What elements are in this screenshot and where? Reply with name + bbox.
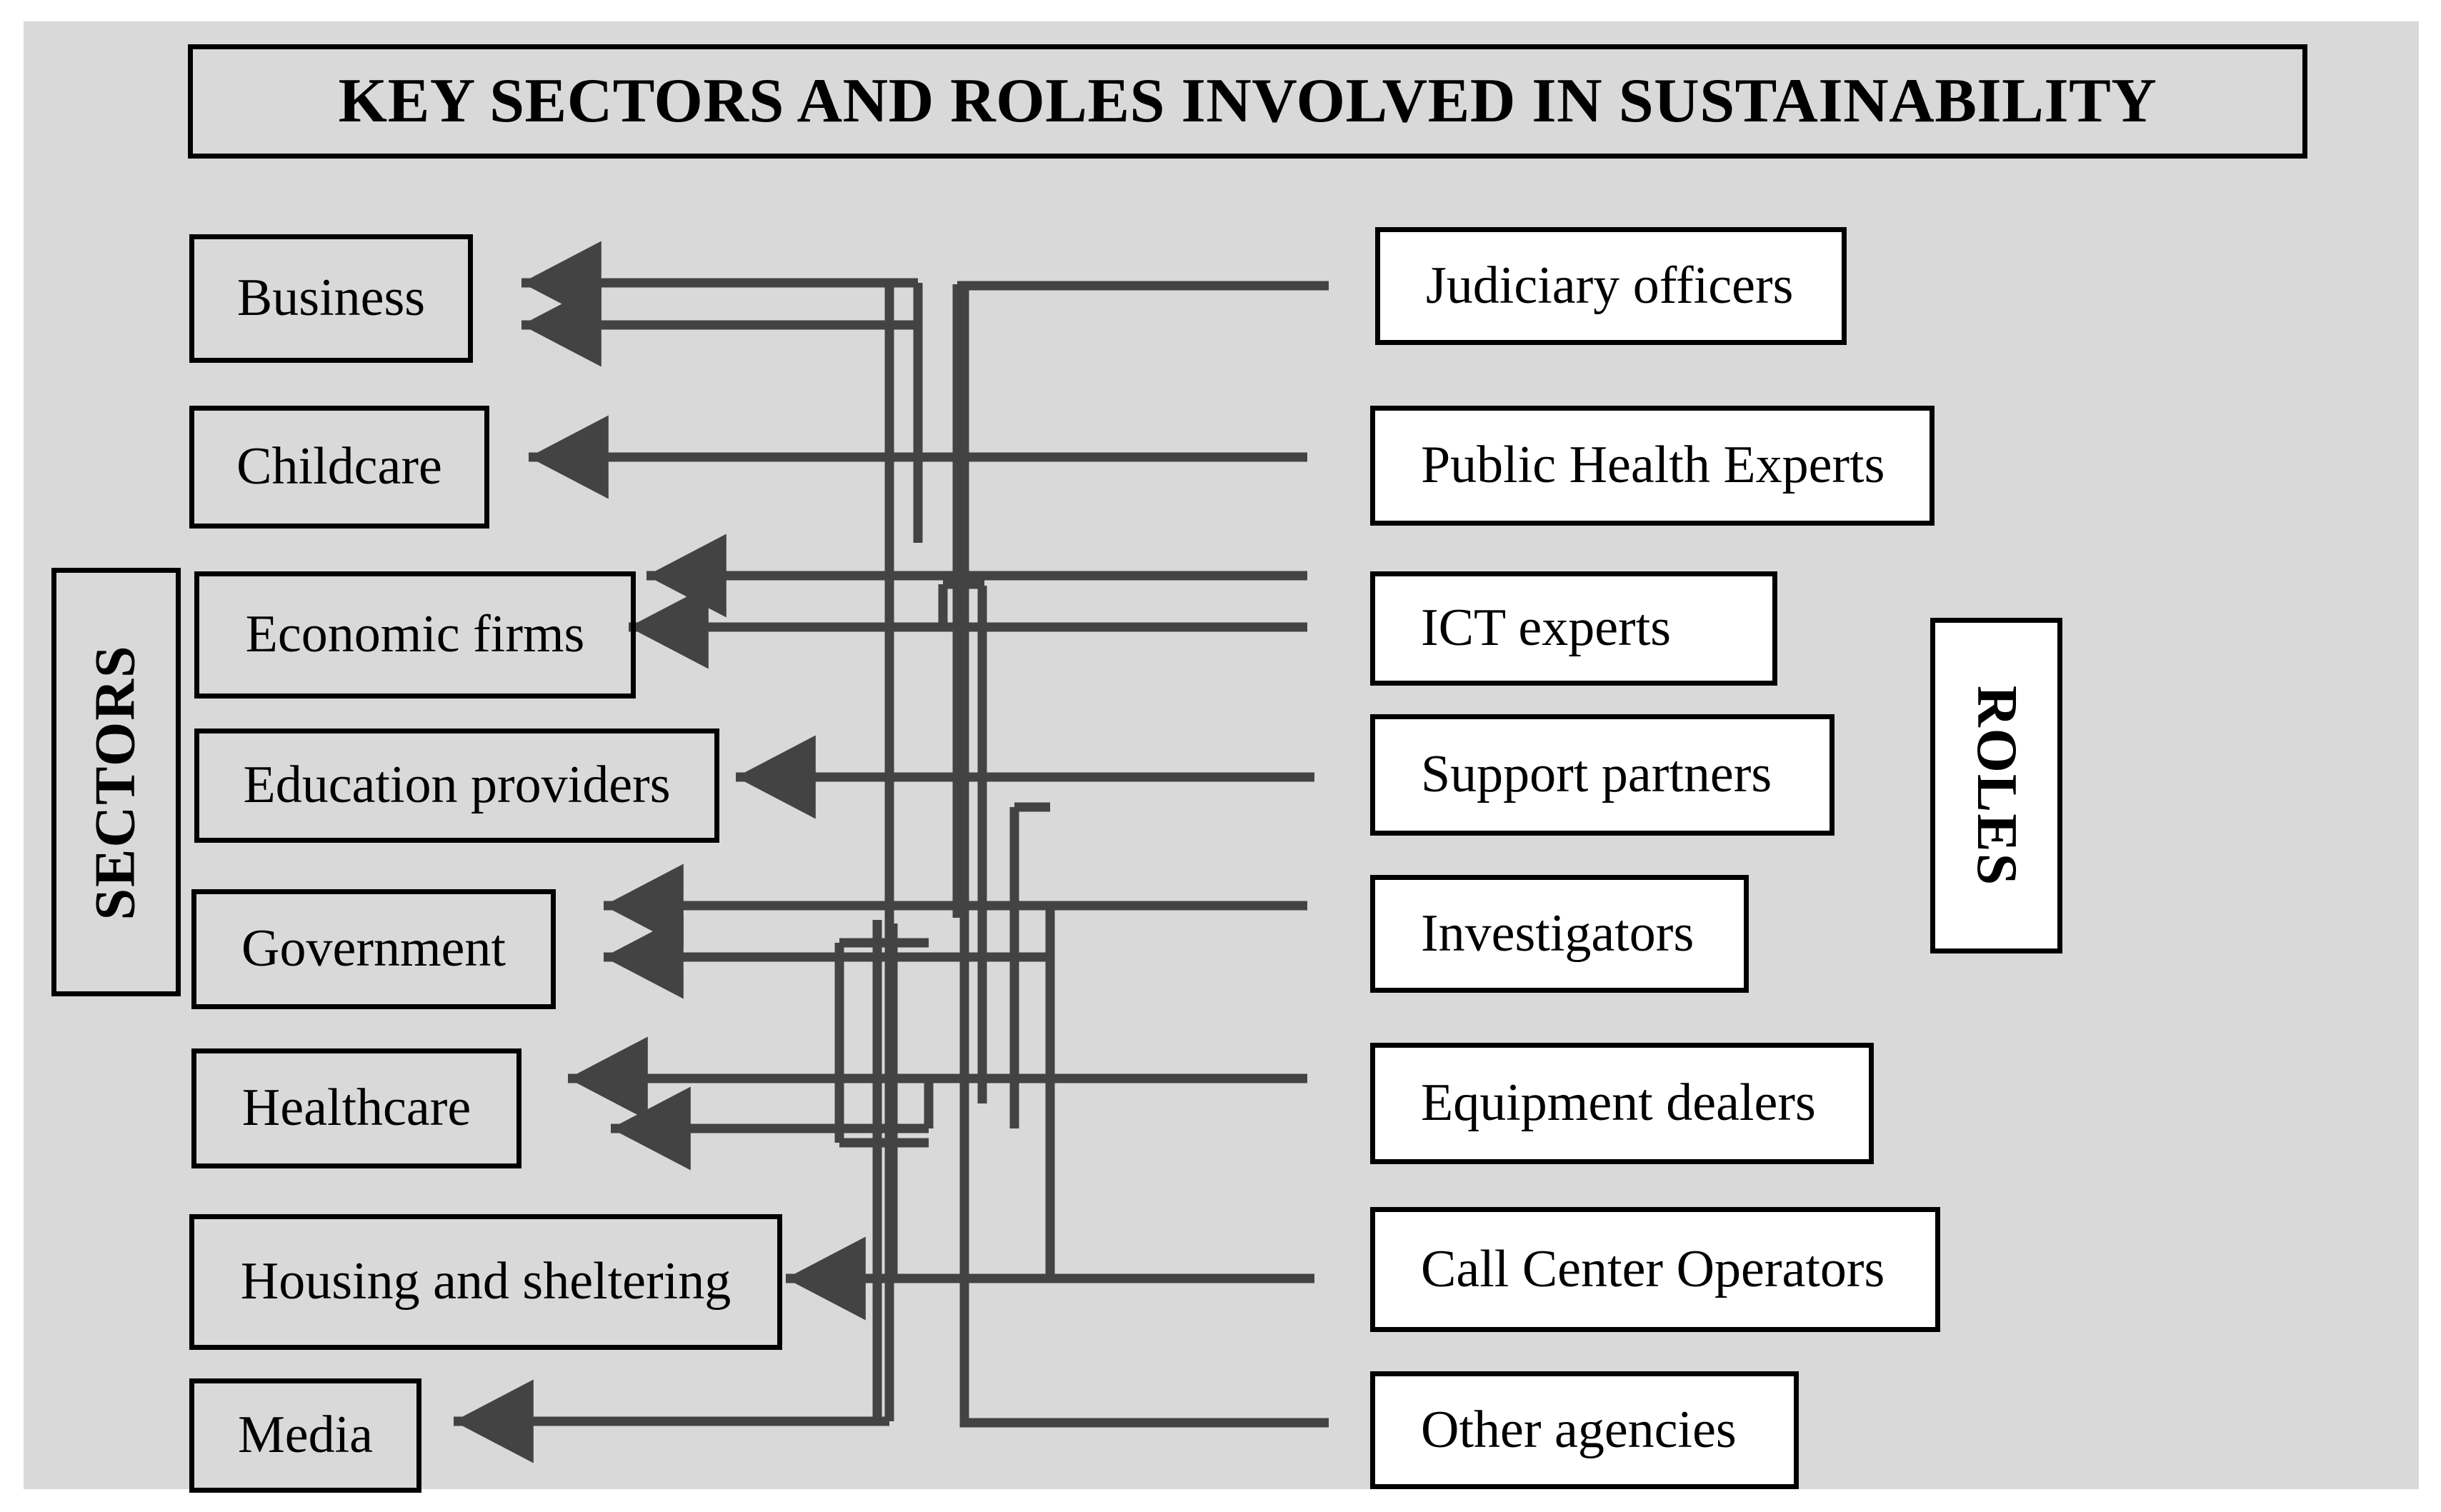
sector-label: Media xyxy=(237,1406,374,1465)
role-label: Judiciary officers xyxy=(1426,256,1794,315)
role-box-equipment-dealers[interactable]: Equipment dealers xyxy=(1370,1043,1874,1164)
sector-box-childcare[interactable]: Childcare xyxy=(189,406,489,529)
sector-label: Childcare xyxy=(236,437,442,496)
sector-box-housing-and-sheltering[interactable]: Housing and sheltering xyxy=(189,1214,782,1350)
sector-box-economic-firms[interactable]: Economic firms xyxy=(194,571,636,699)
role-box-investigators[interactable]: Investigators xyxy=(1370,875,1749,993)
sector-label: Healthcare xyxy=(241,1078,471,1138)
sector-box-education-providers[interactable]: Education providers xyxy=(194,729,719,843)
role-box-call-center-operators[interactable]: Call Center Operators xyxy=(1370,1207,1940,1332)
role-label: Other agencies xyxy=(1421,1400,1737,1459)
sector-box-healthcare[interactable]: Healthcare xyxy=(191,1048,521,1168)
sector-box-business[interactable]: Business xyxy=(189,234,473,363)
sector-label: Government xyxy=(241,919,506,978)
sector-label: Housing and sheltering xyxy=(240,1252,732,1311)
sectors-group-label: SECTORS xyxy=(51,568,181,996)
role-box-judiciary-officers[interactable]: Judiciary officers xyxy=(1375,227,1847,345)
sector-box-government[interactable]: Government xyxy=(191,889,556,1009)
role-box-ict-experts[interactable]: ICT experts xyxy=(1370,571,1777,686)
role-label: Public Health Experts xyxy=(1421,436,1885,495)
role-label: Investigators xyxy=(1421,903,1694,963)
role-box-other-agencies[interactable]: Other agencies xyxy=(1370,1371,1799,1489)
roles-group-label: ROLES xyxy=(1930,618,2062,953)
sector-box-media[interactable]: Media xyxy=(189,1378,421,1493)
sector-label: Business xyxy=(236,269,426,328)
sector-label: Education providers xyxy=(243,756,671,815)
role-label: ICT experts xyxy=(1421,599,1672,658)
role-label: Equipment dealers xyxy=(1421,1073,1816,1133)
roles-label-text: ROLES xyxy=(1965,685,2028,886)
role-box-support-partners[interactable]: Support partners xyxy=(1370,714,1835,836)
role-label: Support partners xyxy=(1421,745,1772,804)
sectors-label-text: SECTORS xyxy=(84,644,147,921)
role-label: Call Center Operators xyxy=(1421,1239,1885,1298)
role-box-public-health-experts[interactable]: Public Health Experts xyxy=(1370,406,1935,526)
title-text: KEY SECTORS AND ROLES INVOLVED IN SUSTAI… xyxy=(338,66,2157,136)
sector-label: Economic firms xyxy=(245,605,585,664)
diagram-title: KEY SECTORS AND ROLES INVOLVED IN SUSTAI… xyxy=(188,44,2307,159)
